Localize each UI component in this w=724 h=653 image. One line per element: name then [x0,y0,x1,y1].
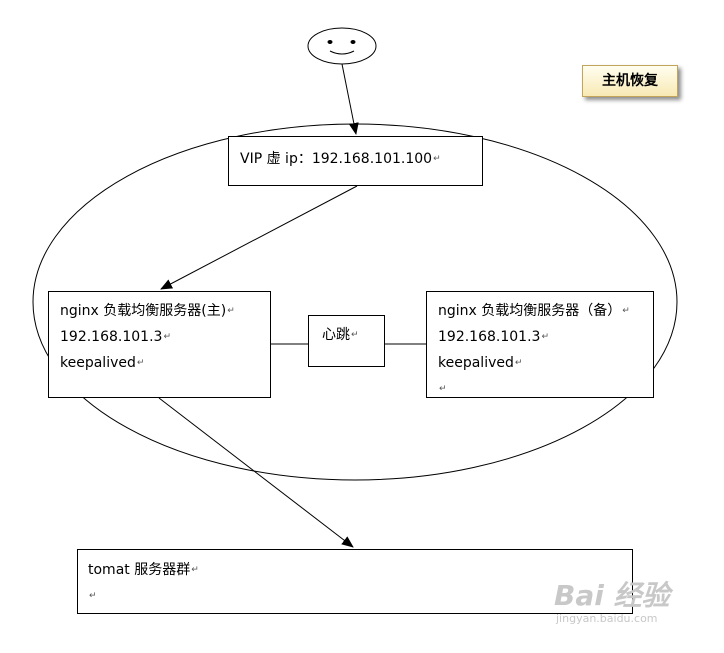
vip-text: VIP 虚 ip：192.168.101.100 [240,151,433,167]
backup-title: nginx 负载均衡服务器（备） [438,303,622,319]
primary-ip: 192.168.101.3 [60,329,163,345]
host-recovery-tag: 主机恢复 [582,65,678,97]
watermark-brand: Bai 经验 [554,579,670,612]
heartbeat-line: 心跳↵ [322,322,384,348]
watermark-domain: jingyan.baidu.com [556,612,658,625]
paragraph-mark: ↵ [541,332,549,342]
tomcat-title: tomat 服务器群 [88,562,191,578]
paragraph-mark: ↵ [433,154,441,164]
primary-to-tomcat-arrow [158,397,354,548]
backup-nginx-box: nginx 负载均衡服务器（备）↵ 192.168.101.3↵ keepali… [426,291,654,398]
primary-software: keepalived [60,355,136,371]
paragraph-mark: ↵ [514,358,523,368]
paragraph-mark: ↵ [89,591,97,601]
primary-nginx-box: nginx 负载均衡服务器(主)↵ 192.168.101.3↵ keepali… [48,291,271,398]
backup-line-1: nginx 负载均衡服务器（备）↵ [438,298,653,324]
paragraph-mark: ↵ [163,332,171,342]
primary-line-3: keepalived↵ [60,350,270,376]
heartbeat-label: 心跳 [322,327,350,343]
backup-line-3: keepalived↵ [438,350,653,376]
backup-software: keepalived [438,355,514,371]
paragraph-mark: ↵ [622,306,630,316]
paragraph-mark: ↵ [191,565,199,575]
paragraph-mark: ↵ [227,306,235,316]
tomcat-line-2: ↵ [88,583,632,609]
smiley-face-icon [307,27,377,65]
vip-to-primary-arrow [160,185,358,290]
baidu-watermark: Bai 经验 jingyan.baidu.com [554,580,714,626]
user-to-vip-arrow [341,63,359,135]
tomcat-line-1: tomat 服务器群↵ [88,557,632,583]
primary-line-2: 192.168.101.3↵ [60,324,270,350]
paragraph-mark: ↵ [439,384,447,394]
backup-line-2: 192.168.101.3↵ [438,324,653,350]
paragraph-mark: ↵ [351,330,359,340]
vip-line: VIP 虚 ip：192.168.101.100↵ [240,146,482,172]
tomcat-cluster-box: tomat 服务器群↵ ↵ [77,549,633,614]
primary-line-1: nginx 负载均衡服务器(主)↵ [60,298,270,324]
primary-title: nginx 负载均衡服务器(主) [60,303,227,319]
backup-line-4: ↵ [438,376,653,402]
vip-box: VIP 虚 ip：192.168.101.100↵ [228,136,483,186]
paragraph-mark: ↵ [136,358,145,368]
backup-ip: 192.168.101.3 [438,329,541,345]
heartbeat-box: 心跳↵ [308,315,385,367]
